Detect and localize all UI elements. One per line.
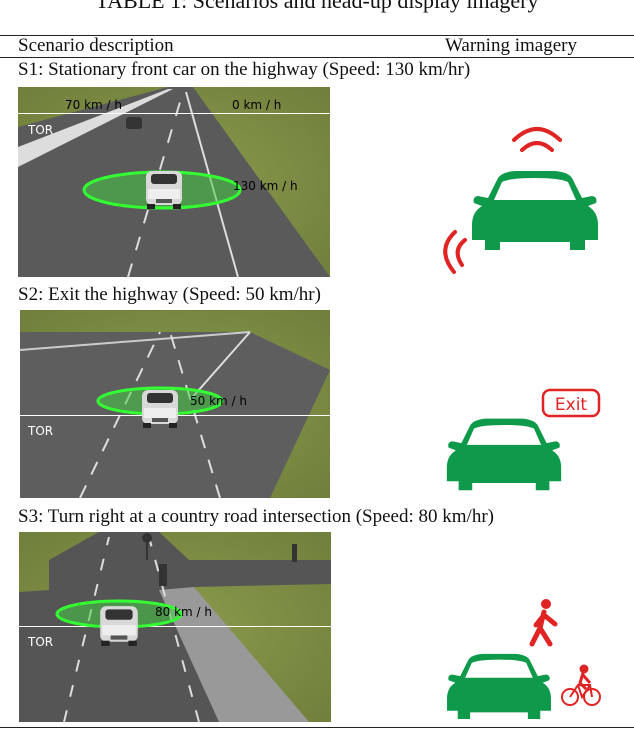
scenario-1-warning-imagery (443, 127, 598, 274)
bicycle-icon (561, 664, 601, 706)
car-icon (446, 418, 562, 491)
pedestrian-icon (529, 599, 558, 647)
front-proximity-arcs-icon (512, 127, 562, 152)
speed-ego-label: 50 km / h (190, 394, 247, 408)
scenario-2-label: S2: Exit the highway (Speed: 50 km/hr) (18, 284, 321, 305)
header-rule (0, 57, 634, 58)
scenario-3-screenshot: 80 km / h TOR (19, 532, 331, 722)
car-icon (447, 653, 551, 719)
header-scenario-description: Scenario description (18, 35, 174, 56)
table-caption: TABLE 1: Scenarios and head-up display i… (95, 0, 539, 13)
scenario-3-label: S3: Turn right at a country road interse… (18, 506, 494, 527)
speed-ego-label: 80 km / h (155, 605, 212, 619)
scenario-2-screenshot: 50 km / h TOR (20, 310, 330, 498)
header-warning-imagery: Warning imagery (445, 35, 577, 56)
rear-left-proximity-arcs-icon (443, 230, 467, 274)
scenario-1-screenshot: 70 km / h 0 km / h 130 km / h TOR (18, 87, 330, 277)
scenario-3-warning-imagery (447, 599, 601, 719)
car-icon (472, 171, 598, 250)
top-rule (0, 35, 634, 36)
tor-label: TOR (27, 635, 53, 649)
scenario-1-label: S1: Stationary front car on the highway … (18, 59, 471, 80)
exit-sign-icon: Exit (541, 388, 601, 418)
scenario-2-warning-imagery: Exit (446, 388, 601, 491)
speed-front-car-label: 0 km / h (232, 98, 281, 112)
tor-label: TOR (27, 424, 53, 438)
speed-ego-label: 130 km / h (233, 179, 298, 193)
tor-label: TOR (27, 123, 53, 137)
bottom-rule (0, 727, 634, 728)
speed-left-car-label: 70 km / h (65, 98, 122, 112)
svg-text:Exit: Exit (555, 395, 588, 415)
